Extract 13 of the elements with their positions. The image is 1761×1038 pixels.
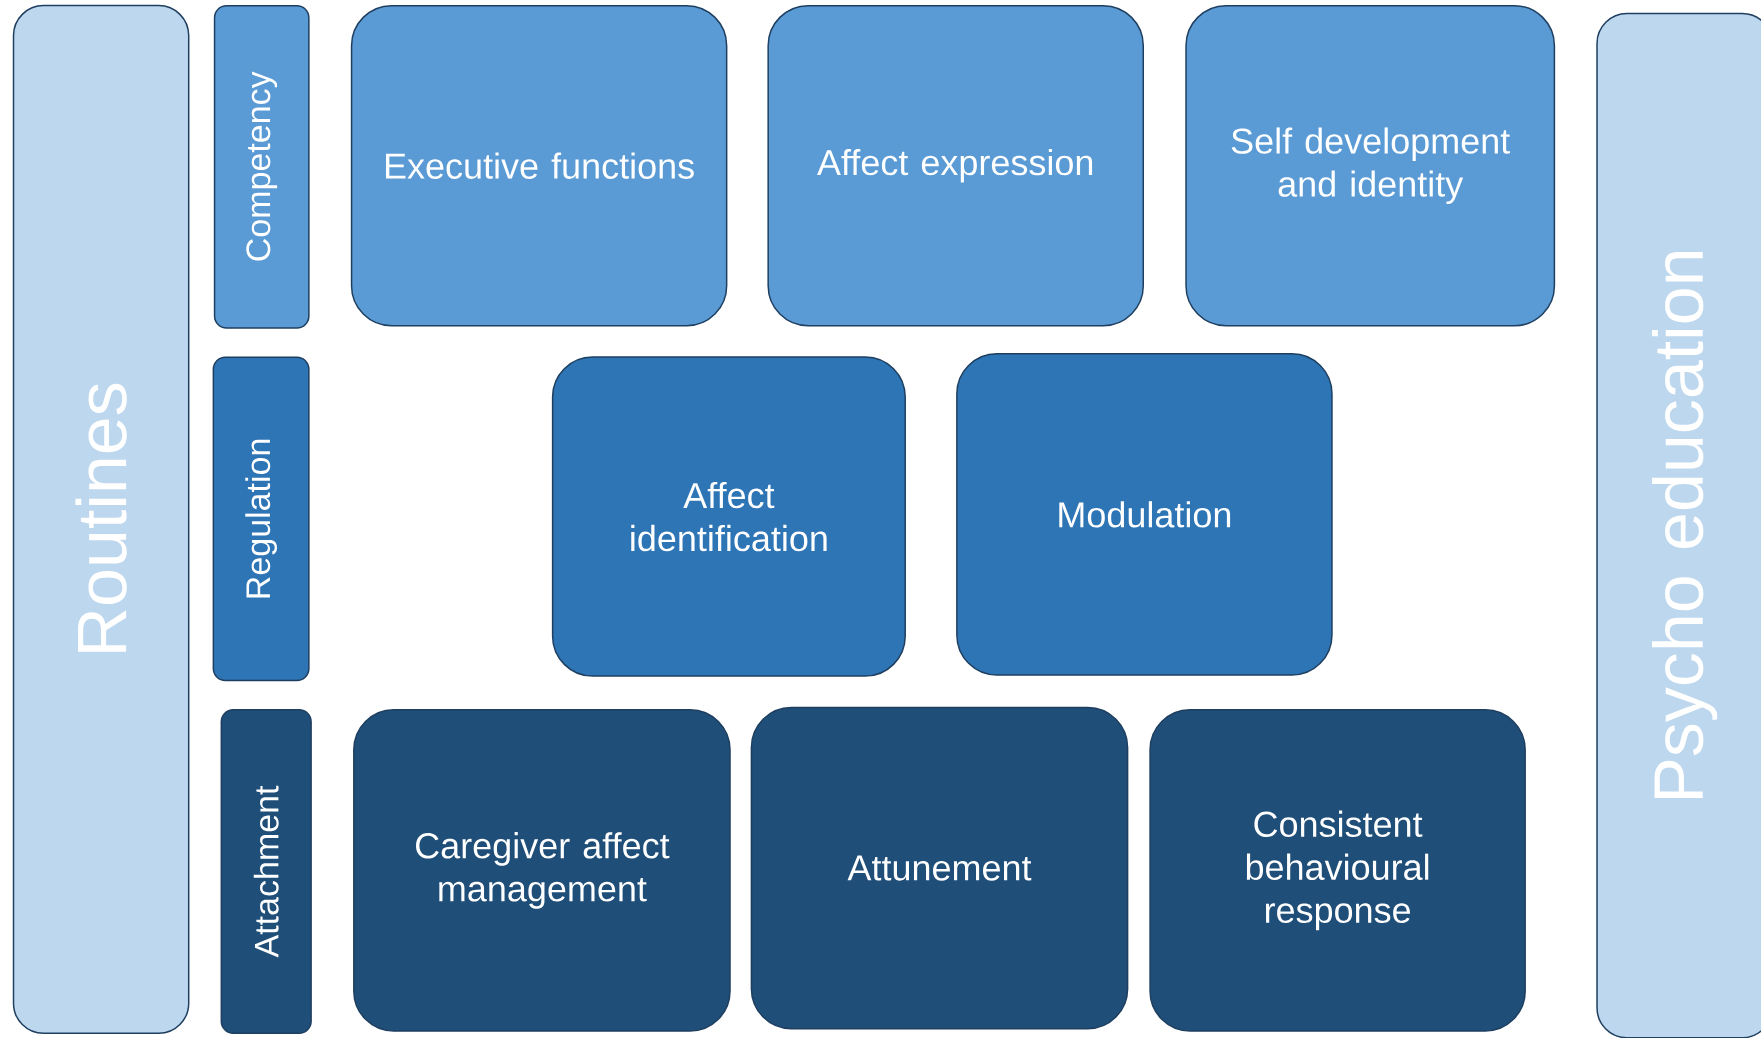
skill-box: Affect identification	[551, 356, 906, 677]
row-label: Attachment	[220, 709, 312, 1034]
side-band: Routines	[12, 4, 190, 1034]
row-label: Competency	[213, 4, 310, 329]
side-band: Psycho education	[1596, 12, 1761, 1038]
skill-box: Attunement	[750, 706, 1129, 1030]
skill-box: Modulation	[956, 353, 1333, 676]
row-label: Regulation	[212, 356, 310, 682]
skill-box: Affect expression	[767, 4, 1144, 327]
skill-box: Consistent behavioural response	[1149, 709, 1526, 1032]
skill-box: Executive functions	[350, 4, 728, 327]
skill-box: Caregiver affect management	[353, 709, 731, 1032]
skill-box: Self development and identity	[1185, 4, 1556, 327]
